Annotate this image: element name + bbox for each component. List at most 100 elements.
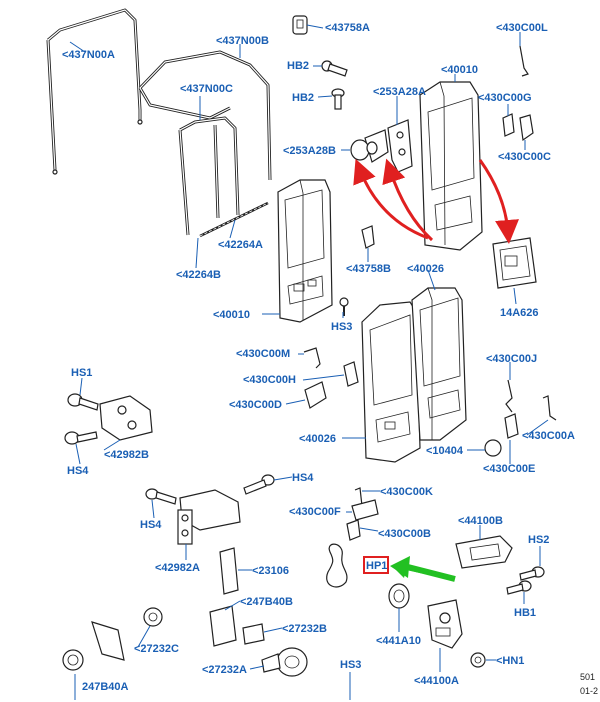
label-430c00h: <430C00H [243,374,296,386]
corner-code-line2: 01-2 [580,686,598,696]
green-arrow [390,556,456,582]
seal-437n00a [46,8,143,175]
label-40010-top: <40010 [441,64,478,76]
seal-437n00c [178,116,240,236]
part-27232b [242,623,265,645]
label-43758a: <43758A [325,22,370,34]
strip-42264 [199,201,269,238]
leader-lines [69,24,549,700]
door-40010-right [419,81,483,251]
latch-44100a [427,599,463,649]
bolt-hb1 [506,580,532,595]
label-247b40b: <247B40B [240,596,293,608]
label-437n00c: <437N00C [180,83,233,95]
label-430c00b: <430C00B [378,528,431,540]
rod-430c00l [519,45,529,77]
label-437n00b: <437N00B [216,35,269,47]
label-430c00m: <430C00M [236,348,290,360]
label-441a10: <441A10 [376,635,421,647]
clip-43758b [361,225,375,249]
label-hs4-left: HS4 [67,465,89,477]
door-40026-left [361,301,421,463]
label-hs4-right: HS4 [292,472,314,484]
label-hb1: HB1 [514,607,536,619]
label-253a28a: <253A28A [373,86,426,98]
label-hs3-upper: HS3 [331,321,352,333]
label-42264b: <42264B [176,269,221,281]
label-40010-mid: <40010 [213,309,250,321]
bracket-247b40b [209,605,237,647]
clip-430c00g [502,113,515,137]
hinge-253a28b [350,139,378,161]
gasket-hp1 [326,543,348,588]
door-40010-left [277,179,333,323]
bracket-247b40a [62,621,125,671]
label-27232a: <27232A [202,664,247,676]
hp1-highlight-box [363,556,389,574]
module-14a626 [492,237,537,289]
label-hs3-lower: HS3 [340,659,361,671]
clip-430c00d [304,381,327,409]
nut-hn1 [470,652,486,668]
rod-430c00m [303,347,321,369]
label-10404: <10404 [426,445,464,457]
label-430c00d: <430C00D [229,399,282,411]
label-430c00l: <430C00L [496,22,548,34]
actuator-27232a [261,647,308,677]
label-430c00j: <430C00J [486,353,537,365]
label-hs1: HS1 [71,367,92,379]
bolt-hb2-upper [321,60,348,77]
clip-430c00f [351,499,379,521]
label-430c00e: <430C00E [483,463,535,475]
label-hb2-lower: HB2 [292,92,314,104]
rod-430c00j [505,379,513,413]
handle-44100b [455,535,513,569]
label-43758b: <43758B [346,263,391,275]
label-430c00a: <430C00A [522,430,575,442]
label-hn1: <HN1 [496,655,524,667]
bolt-hb2-lower [331,88,345,110]
label-430c00f: <430C00F [289,506,341,518]
clip-43758a [292,15,308,35]
label-27232b: <27232B [282,623,327,635]
label-44100a: <44100A [414,675,459,687]
label-42982b: <42982B [104,449,149,461]
clip-430c00c [519,114,534,142]
bolt-hs2 [519,566,545,581]
label-253a28b: <253A28B [283,145,336,157]
corner-code-line1: 501 [580,672,595,682]
door-40026-right [411,287,467,441]
part-27232c [143,607,163,627]
handle-23106 [219,547,239,595]
clip-430c00e [504,413,519,439]
label-hp1: HP1 [366,560,387,572]
label-437n00a: <437N00A [62,49,115,61]
label-40026-top: <40026 [407,263,444,275]
label-14a626: 14A626 [500,307,539,319]
label-hs2: HS2 [528,534,549,546]
label-23106: <23106 [252,565,289,577]
label-hs4-mid: HS4 [140,519,162,531]
label-430c00c: <430C00C [498,151,551,163]
callout-labels: <437N00A <437N00B <437N00C <43758A <430C… [62,22,575,693]
label-40026-mid: <40026 [299,433,336,445]
clip-430c00a [542,395,557,421]
clip-430c00h [343,361,359,387]
label-247b40a: 247B40A [82,681,129,693]
lock-cylinder-441a10 [388,583,410,609]
hinge-42982b [64,393,153,445]
seal-437n00b [138,50,272,181]
label-44100b: <44100B [458,515,503,527]
red-arrows [353,158,519,244]
screw-hs3-upper [339,297,349,316]
clip-430c00b [346,519,361,541]
label-430c00k: <430C00K [380,486,433,498]
label-42982a: <42982A [155,562,200,574]
label-430c00g: <430C00G [478,92,532,104]
plug-10404 [484,439,502,457]
hinge-42982a [145,474,275,545]
label-hb2-upper: HB2 [287,60,309,72]
label-27232c: <27232C [134,643,179,655]
label-42264a: <42264A [218,239,263,251]
